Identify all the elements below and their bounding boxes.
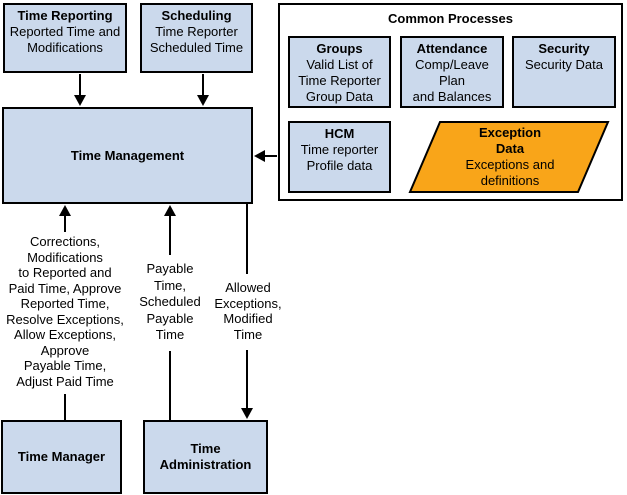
time-management-title: Time Management bbox=[70, 147, 185, 163]
attendance-body: Comp/Leave Plan and Balances bbox=[412, 57, 492, 104]
security-title: Security bbox=[538, 41, 590, 56]
arrowhead-time-administration-to-tm bbox=[164, 205, 176, 216]
payable-time-edge-label: Payable Time, Scheduled Payable Time bbox=[139, 261, 201, 342]
attendance-box: Attendance Comp/Leave Plan and Balances bbox=[400, 36, 504, 108]
groups-box: Groups Valid List of Time Reporter Group… bbox=[288, 36, 391, 108]
arrowhead-tm-to-time-administration bbox=[241, 408, 253, 419]
time-manager-title: Time Manager bbox=[17, 449, 106, 464]
allowed-exceptions-edge-label: Allowed Exceptions, Modified Time bbox=[214, 280, 282, 342]
scheduling-box: Scheduling Time Reporter Scheduled Time bbox=[140, 3, 253, 73]
arrowhead-scheduling-to-tm bbox=[197, 95, 209, 106]
time-administration-title: Time Administration bbox=[159, 441, 252, 472]
scheduling-body: Time Reporter Scheduled Time bbox=[149, 24, 244, 55]
arrowhead-time-manager-to-tm bbox=[59, 205, 71, 216]
exception-data-title: Exception Data bbox=[478, 125, 542, 156]
groups-title: Groups bbox=[316, 41, 363, 56]
time-administration-box: Time Administration bbox=[143, 420, 268, 494]
exception-data-body: Exceptions and definitions bbox=[465, 157, 555, 188]
arrowhead-common-processes-to-tm bbox=[254, 150, 265, 162]
groups-body: Valid List of Time Reporter Group Data bbox=[298, 57, 381, 104]
scheduling-title: Scheduling bbox=[161, 8, 232, 23]
security-box: Security Security Data bbox=[512, 36, 616, 108]
common-processes-title: Common Processes bbox=[388, 11, 513, 26]
exception-data-box: Exception Data Exceptions and definition… bbox=[420, 125, 600, 189]
hcm-box: HCM Time reporter Profile data bbox=[288, 121, 391, 193]
corrections-edge-label: Corrections, Modifications to Reported a… bbox=[6, 234, 124, 389]
security-body: Security Data bbox=[524, 57, 604, 72]
attendance-title: Attendance bbox=[416, 41, 488, 56]
time-management-box: Time Management bbox=[2, 107, 253, 204]
time-reporting-title: Time Reporting bbox=[17, 8, 113, 23]
time-manager-box: Time Manager bbox=[1, 420, 122, 494]
hcm-body: Time reporter Profile data bbox=[300, 142, 379, 173]
arrowhead-time-reporting-to-tm bbox=[74, 95, 86, 106]
hcm-title: HCM bbox=[324, 126, 355, 141]
time-reporting-box: Time Reporting Reported Time and Modific… bbox=[3, 3, 127, 73]
time-reporting-body: Reported Time and Modifications bbox=[9, 24, 121, 55]
